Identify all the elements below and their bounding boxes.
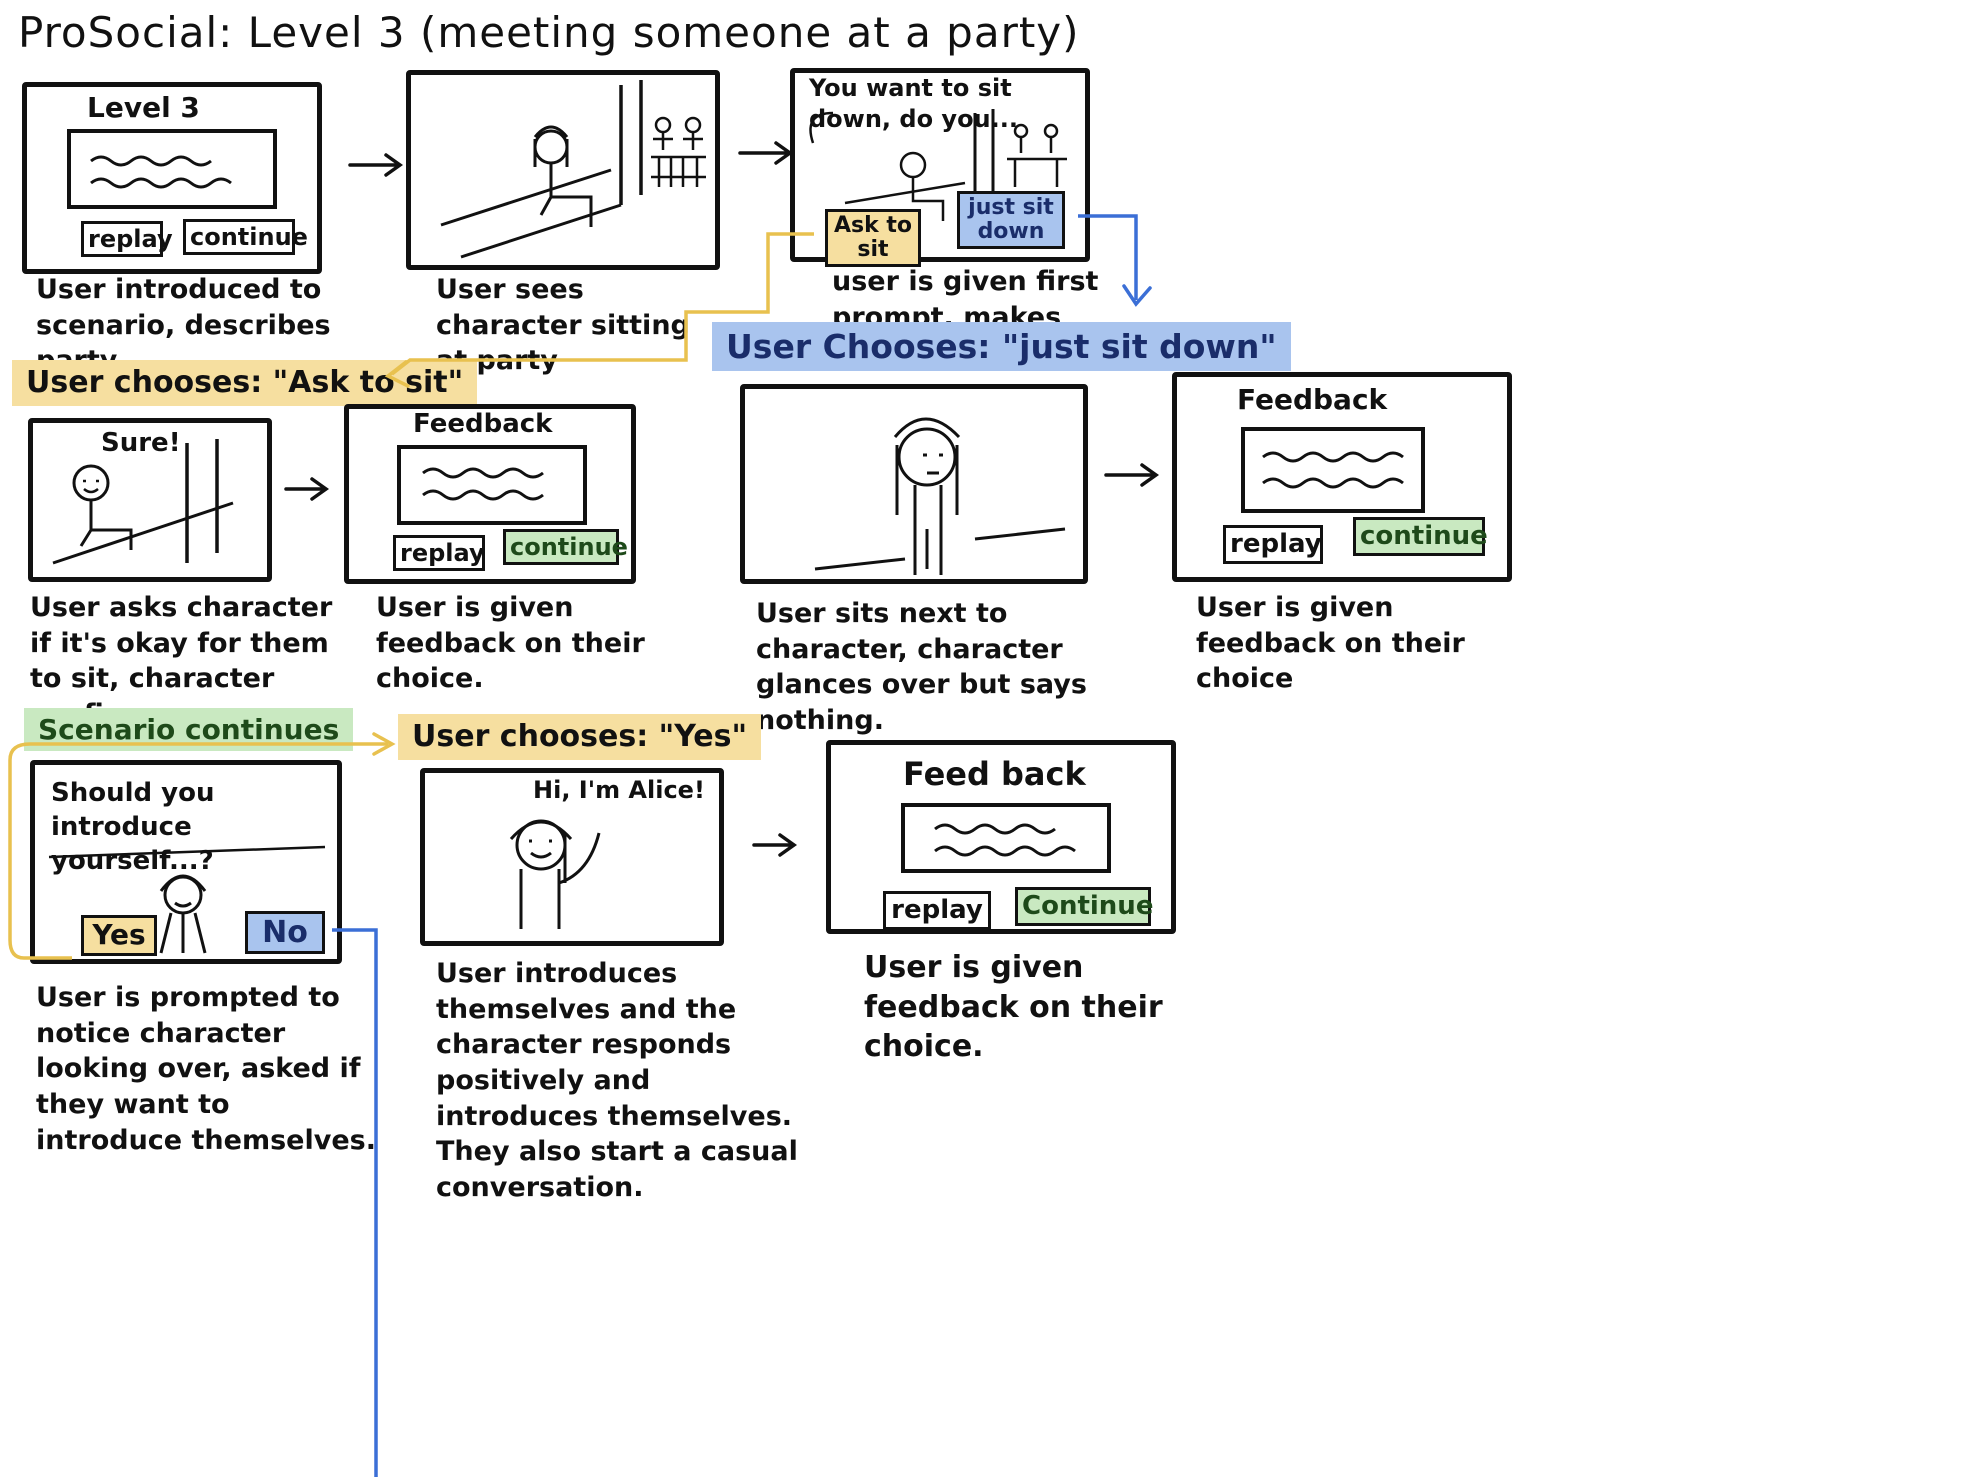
caption-intro: User introduced to scenario, describes p… [36,274,331,376]
arrow-right-icon [752,833,798,857]
feedback-heading: Feedback [1237,383,1388,416]
ask-to-sit-button[interactable]: Ask to sit [825,209,921,268]
text-placeholder-box [1241,427,1425,513]
text-placeholder-box [901,803,1111,873]
replay-button[interactable]: replay [1223,525,1323,564]
just-sit-down-button[interactable]: just sit down [957,191,1065,250]
frame-introduce-prompt: Should you introduce yourself...? Yes No [30,760,342,964]
frame-heading: Level 3 [87,91,200,124]
squiggle-text-icon [1262,451,1404,489]
door-frame-icon [973,109,995,203]
frame-character-sitting [406,70,720,270]
caption-alice-introduces: User introduces themselves and the chara… [436,958,798,1203]
continue-button[interactable]: continue [183,219,308,256]
frame-feedback-sit: Feedback replay continue [1172,372,1512,582]
continue-button[interactable]: continue [1353,517,1488,556]
squiggle-text-icon [90,155,232,189]
character-speech: Sure! [101,428,181,458]
sitting-character-icon [533,125,593,227]
caption-feedback-sit: User is given feedback on their choice [1196,592,1465,695]
replay-button[interactable]: replay [81,221,173,258]
text-placeholder-box [397,445,587,525]
arrow-right-icon [1104,463,1160,487]
frame-character-glances [740,384,1088,584]
people-at-table-icon [651,116,706,187]
door-frame-icon [619,80,643,205]
choice-tag-yes: User chooses: "Yes" [398,714,762,760]
caption-ask-to-sit: User asks character if it's okay for the… [30,592,333,730]
choice-tag-just-sit-down: User Chooses: "just sit down" [712,322,1291,372]
yes-button[interactable]: Yes [81,915,157,956]
arrow-right-icon [348,153,404,177]
people-at-table-icon [1007,123,1067,187]
character-speech: Hi, I'm Alice! [533,776,705,804]
feedback-heading: Feed back [903,755,1086,793]
caption-introduce-prompt: User is prompted to notice character loo… [36,982,376,1156]
arrow-right-icon [284,477,330,501]
replay-button[interactable]: replay [393,535,485,572]
standing-character-icon [893,417,961,575]
squiggle-text-icon [422,467,544,501]
arrow-right-icon [738,141,794,165]
choice-tag-ask-to-sit: User chooses: "Ask to sit" [12,360,478,406]
frame-feedback-ask: Feedback replay continue [344,404,636,584]
frame-character-confirms: Sure! [28,418,272,582]
continue-button[interactable]: Continue [1015,887,1153,926]
no-button[interactable]: No [245,911,325,954]
floor-lines-icon [440,168,622,259]
scenario-continues-tag: Scenario continues [24,708,354,751]
sitting-character-icon [72,464,133,550]
frame-first-prompt: You want to sit down, do you... Ask to s… [790,68,1090,268]
frame-alice-introduces: Hi, I'm Alice! [420,768,724,946]
page-title: ProSocial: Level 3 (meeting someone at a… [18,8,1080,57]
replay-button[interactable]: replay [883,891,991,930]
sitting-character-icon [899,151,945,221]
waving-character-icon [509,819,601,929]
frame-level-intro: Level 3 replay continue [22,82,322,274]
squiggle-text-icon [934,823,1076,857]
prompt-speech-bubble: You want to sit down, do you... [809,74,1018,134]
continue-button[interactable]: continue [503,529,628,566]
frame-feedback-intro: Feed back replay Continue [826,740,1176,934]
caption-feedback-intro: User is given feedback on their choice. [864,950,1163,1065]
door-frame-icon [185,439,219,563]
standing-character-icon [159,874,207,954]
text-placeholder-box [67,129,277,209]
caption-just-sit: User sits next to character, character g… [756,598,1087,736]
caption-feedback-ask: User is given feedback on their choice. [376,592,645,695]
feedback-heading: Feedback [413,409,553,439]
